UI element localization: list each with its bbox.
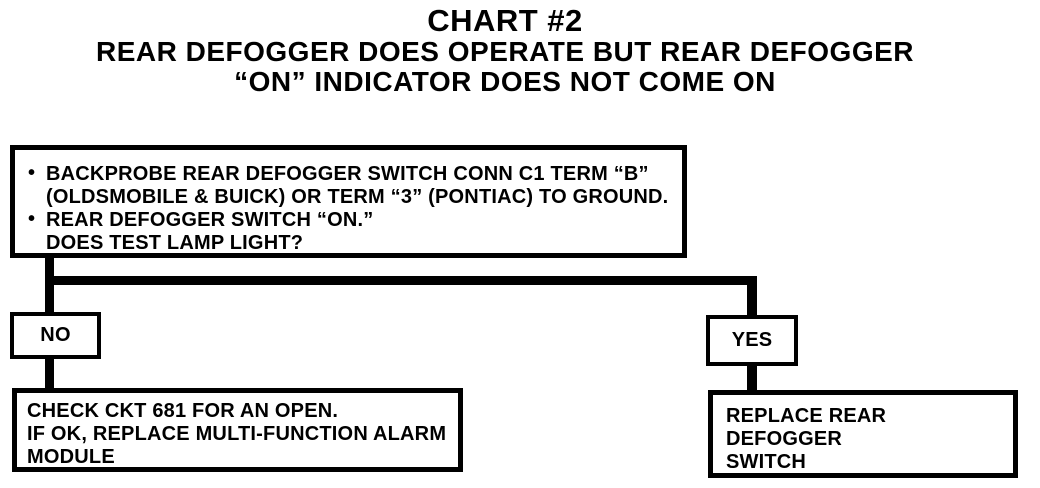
bullet-icon: • (28, 162, 36, 184)
yes-action-line2: SWITCH (726, 451, 807, 473)
no-action-line2: IF OK, REPLACE MULTI-FUNCTION ALARM (27, 423, 447, 445)
question-text: DOES TEST LAMP LIGHT? (46, 232, 304, 254)
chart-title-line2: “ON” INDICATOR DOES NOT COME ON (234, 66, 776, 97)
question-box: • BACKPROBE REAR DEFOGGER SWITCH CONN C1… (10, 145, 687, 258)
question-box-bullet1-line1: • BACKPROBE REAR DEFOGGER SWITCH CONN C1… (15, 162, 674, 186)
chart-header: CHART #2 REAR DEFOGGER DOES OPERATE BUT … (0, 4, 1010, 97)
no-action-line1: CHECK CKT 681 FOR AN OPEN. (27, 400, 339, 422)
no-action-box: CHECK CKT 681 FOR AN OPEN. IF OK, REPLAC… (12, 388, 463, 472)
yes-branch-box: YES (706, 315, 798, 366)
question-box-text: REAR DEFOGGER SWITCH “ON.” (46, 209, 374, 231)
question-box-question-line: DOES TEST LAMP LIGHT? (15, 232, 674, 255)
connector-yes-to-action (747, 364, 757, 392)
chart-title-line1: REAR DEFOGGER DOES OPERATE BUT REAR DEFO… (96, 36, 914, 67)
question-box-bullet1-line2: (OLDSMOBILE & BUICK) OR TERM “3” (PONTIA… (15, 186, 674, 209)
yes-label: YES (731, 329, 773, 351)
no-action-line3: MODULE (27, 446, 115, 468)
connector-branch-horizontal (45, 276, 757, 285)
chart-number-title: CHART #2 (427, 3, 583, 38)
no-branch-box: NO (10, 312, 101, 359)
question-box-text: (OLDSMOBILE & BUICK) OR TERM “3” (PONTIA… (46, 186, 669, 208)
yes-action-box: REPLACE REAR DEFOGGER SWITCH (708, 390, 1018, 478)
connector-branch-to-yes (747, 276, 757, 317)
question-box-text: BACKPROBE REAR DEFOGGER SWITCH CONN C1 T… (46, 163, 649, 185)
question-box-bullet2-line1: • REAR DEFOGGER SWITCH “ON.” (15, 208, 674, 232)
connector-no-to-action (45, 357, 54, 390)
bullet-icon: • (28, 208, 36, 230)
no-label: NO (40, 324, 71, 346)
yes-action-line1: REPLACE REAR DEFOGGER (726, 405, 887, 450)
